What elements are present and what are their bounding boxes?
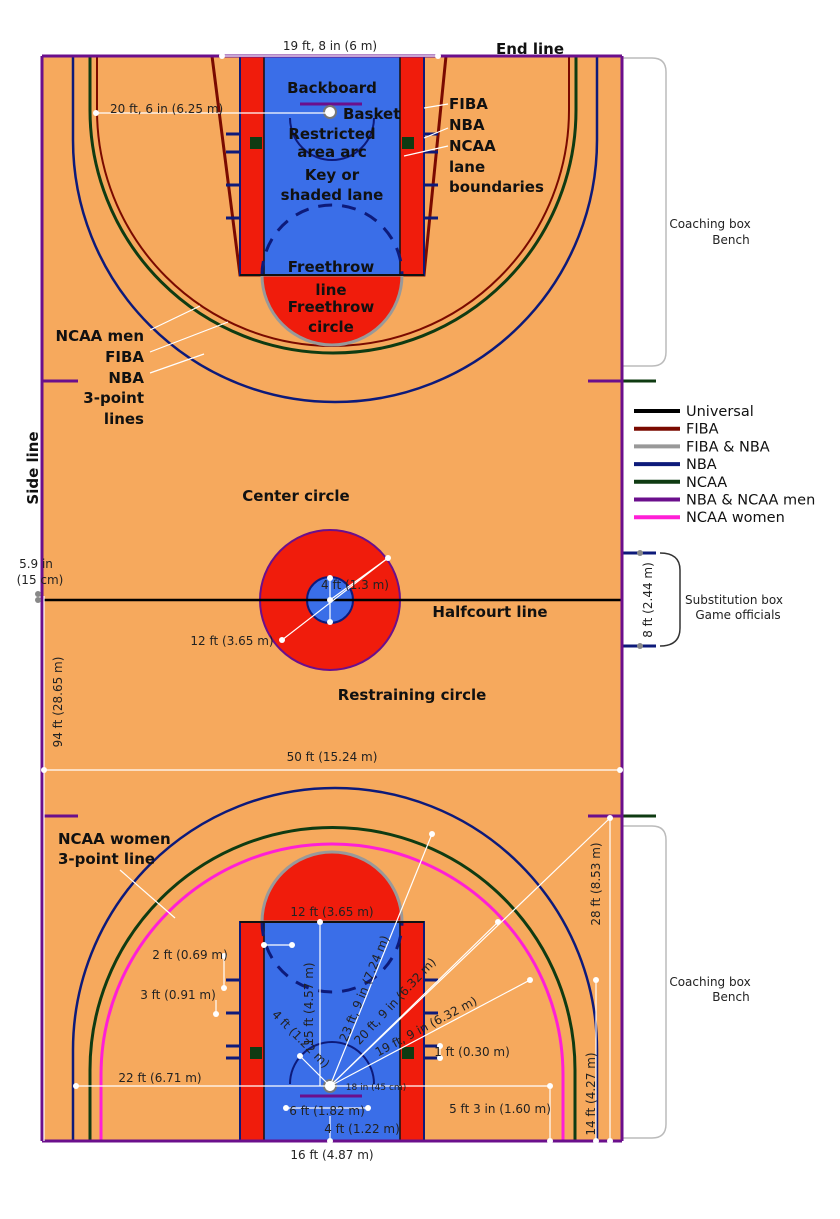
freethrow-dashed-arc-top: [260, 203, 404, 276]
lane-nba-label: NBA: [449, 116, 485, 134]
sub-dot-bottom: [637, 643, 643, 649]
lane-boundaries-label: boundaries: [449, 178, 544, 196]
ncaa-three-point-line-bottom: [88, 826, 577, 1141]
ncaa-women-label-2: 3-point line: [58, 850, 155, 868]
coaching-box-brace-bottom: [622, 825, 667, 1139]
three-pt-ncaa-men-label: NCAA men: [56, 327, 144, 345]
three-pt-fiba-label: FIBA: [105, 348, 144, 366]
lane-inner-bottom: [263, 921, 401, 1142]
dim-22ft: 22 ft (6.71 m): [118, 1071, 201, 1085]
nba-three-point-line-bottom: [71, 786, 599, 1141]
three-pt-label: 3-point: [83, 389, 144, 407]
lane-hash-marks-bottom: [226, 978, 438, 1060]
freethrow-circle-top: [260, 273, 404, 347]
legend-label: NBA & NCAA men: [686, 493, 815, 509]
freethrow-circle-label-1: Freethrow: [288, 298, 375, 316]
dim-5-9in-1: 5.9 in: [19, 557, 53, 571]
restricted-label-1: Restricted: [288, 125, 375, 143]
margin-dot-a: [35, 591, 41, 597]
ncaa-block-left-top: [250, 137, 262, 149]
legend-label: Universal: [686, 404, 754, 420]
end-line-label: End line: [496, 40, 564, 58]
dim-6ft: 6 ft (1.82 m): [289, 1104, 365, 1118]
dim-3ft: 3 ft (0.91 m): [140, 988, 216, 1002]
substitution-label-2: Game officials: [695, 608, 780, 622]
ncaa-block-right-top: [402, 137, 414, 149]
coaching-box-bottom-label-1: Coaching box: [669, 975, 750, 989]
dim-94ft: 94 ft (28.65 m): [51, 657, 65, 748]
basket-label: Basket: [343, 105, 400, 123]
key-label-1: Key or: [305, 166, 360, 184]
dim-4ft-bottom: 4 ft (1.22 m): [324, 1122, 400, 1136]
legend-label: FIBA & NBA: [686, 439, 770, 455]
side-line-label: Side line: [24, 431, 42, 504]
lane-lane-label: lane: [449, 158, 485, 176]
center-circle-label: Center circle: [242, 487, 349, 505]
dim-28ft: 28 ft (8.53 m): [589, 842, 603, 925]
freethrow-line-label-2: line: [315, 281, 346, 299]
freethrow-circle-label-2: circle: [308, 318, 354, 336]
legend-label: FIBA: [686, 422, 719, 438]
nba-three-point-line-top: [71, 56, 599, 404]
substitution-brace: [659, 552, 681, 647]
restricted-arc-top: [289, 117, 375, 161]
dim-18in: 18 in (45 cm): [346, 1083, 406, 1093]
coaching-box-brace-top: [622, 57, 667, 367]
freethrow-circle-bottom: [260, 850, 404, 924]
dim-2ft: 2 ft (0.69 m): [152, 948, 228, 962]
freethrow-dashed-arc-bottom: [260, 921, 404, 994]
ncaa-block-right-bottom: [402, 1047, 414, 1059]
ncaa-women-label-1: NCAA women: [58, 830, 171, 848]
lane-ncaa-label: NCAA: [449, 137, 496, 155]
coaching-box-bottom-label-2: Bench: [712, 990, 749, 1004]
dim-4ft-13: 4 ft (1.3 m): [321, 578, 389, 592]
basket-top: [323, 105, 337, 119]
coaching-box-top-label-2: Bench: [712, 233, 749, 247]
restraining-circle-label: Restraining circle: [338, 686, 487, 704]
legend-label: NCAA women: [686, 510, 785, 526]
restricted-label-2: area arc: [297, 143, 366, 161]
dim-14ft: 14 ft (4.27 m): [584, 1052, 598, 1135]
coaching-box-top-label-1: Coaching box: [669, 217, 750, 231]
dim-16ft: 16 ft (4.87 m): [290, 1148, 373, 1162]
dim-12ft-center: 12 ft (3.65 m): [190, 634, 273, 648]
dim-5-9in-2: (15 cm): [17, 573, 64, 587]
freethrow-line-label-1: Freethrow: [288, 258, 375, 276]
sub-dot-top: [637, 550, 643, 556]
dim-20ft6: 20 ft, 6 in (6.25 m): [110, 102, 223, 116]
backboard-label: Backboard: [287, 79, 377, 97]
dim-50ft: 50 ft (15.24 m): [287, 750, 378, 764]
halfcourt-line-label: Halfcourt line: [432, 603, 547, 621]
ncaa-three-point-line-top: [88, 56, 578, 355]
lane-hash-marks-top: [226, 132, 438, 220]
dimension-dots: [41, 53, 623, 1157]
key-label-2: shaded lane: [281, 186, 384, 204]
margin-dot-b: [35, 597, 41, 603]
restricted-arc-bottom: [289, 1041, 375, 1085]
dim-8ft: 8 ft (2.44 m): [641, 562, 655, 638]
ncaa-women-three-point-line: [99, 842, 565, 1141]
dim-5ft3: 5 ft 3 in (1.60 m): [449, 1102, 551, 1116]
dimension-lines: [43, 55, 620, 1155]
legend-label: NCAA: [686, 475, 727, 491]
substitution-label-1: Substitution box: [685, 593, 783, 607]
dim-15ft: 15 ft (4.57 m): [302, 962, 316, 1045]
dim-19ft8: 19 ft, 8 in (6 m): [283, 39, 377, 53]
dim-1ft: 1 ft (0.30 m): [434, 1045, 510, 1059]
legend-label: NBA: [686, 457, 717, 473]
three-pt-nba-label: NBA: [108, 369, 144, 387]
lane-fiba-label: FIBA: [449, 95, 488, 113]
three-pt-lines-label: lines: [104, 410, 144, 428]
lane-inner-top: [263, 55, 401, 276]
ncaa-block-left-bottom: [250, 1047, 262, 1059]
dim-12ft-lane: 12 ft (3.65 m): [290, 905, 373, 919]
